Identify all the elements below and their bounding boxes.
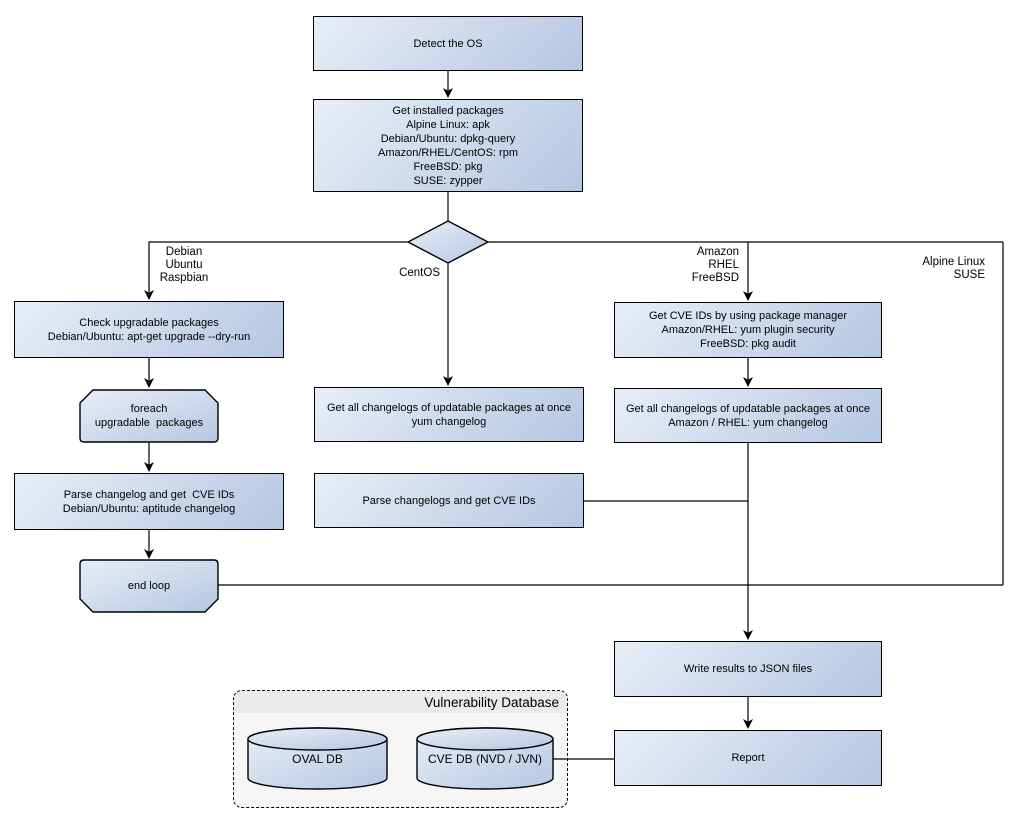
edge-label-alpine-branch: Alpine Linux SUSE [922,256,985,281]
edge-label-debian-branch: Debian Ubuntu Raspbian [159,246,209,284]
oval-db-lid [247,727,388,751]
node-detect-os: Detect the OS [313,16,583,71]
cve-db-lid [416,727,554,751]
node-get-cve-ids-package-manager-label: Get CVE IDs by using package manager Ama… [648,310,848,350]
node-detect-os-label: Detect the OS [413,37,483,50]
node-parse-changelog-left-label: Parse changelog and get CVE IDs Debian/U… [62,488,236,515]
node-write-results-json-label: Write results to JSON files [683,663,813,675]
edge-label-centos-branch: CentOS [399,267,440,279]
node-report-label: Report [731,752,765,764]
node-get-installed-packages-label: Get installed packages Alpine Linux: apk… [378,104,518,187]
node-get-changelogs-amazon-label: Get all changelogs of updatable packages… [625,402,870,429]
edges [144,71,1004,760]
edge-label-amazon-branch: Amazon RHEL FreeBSD [691,246,739,284]
node-get-changelogs-amazon: Get all changelogs of updatable packages… [614,388,882,443]
os-decision-diamond [406,220,490,264]
vulnerability-database-title: Vulnerability Database [424,694,559,710]
node-get-cve-ids-package-manager: Get CVE IDs by using package manager Ama… [614,302,882,358]
node-get-changelogs-centos-label: Get all changelogs of updatable packages… [326,401,571,428]
end-loop-shape [79,559,219,613]
node-write-results-json: Write results to JSON files [614,641,882,697]
node-report: Report [614,730,882,786]
node-get-installed-packages: Get installed packages Alpine Linux: apk… [313,99,583,192]
node-parse-changelogs-centos-label: Parse changelogs and get CVE IDs [362,494,536,507]
oval-db-cylinder [247,727,388,790]
node-parse-changelogs-centos: Parse changelogs and get CVE IDs [314,473,584,528]
cve-db-cylinder [416,727,554,790]
edge-decision-to-check-upgradable [144,241,408,300]
foreach-loop-shape [79,389,219,443]
node-parse-changelog-left: Parse changelog and get CVE IDs Debian/U… [14,473,284,530]
node-check-upgradable-packages-label: Check upgradable packages Debian/Ubuntu:… [47,316,251,343]
node-get-changelogs-centos: Get all changelogs of updatable packages… [314,387,584,442]
node-check-upgradable-packages: Check upgradable packages Debian/Ubuntu:… [14,301,284,358]
vulnerability-database-header: Vulnerability Database [234,691,567,713]
